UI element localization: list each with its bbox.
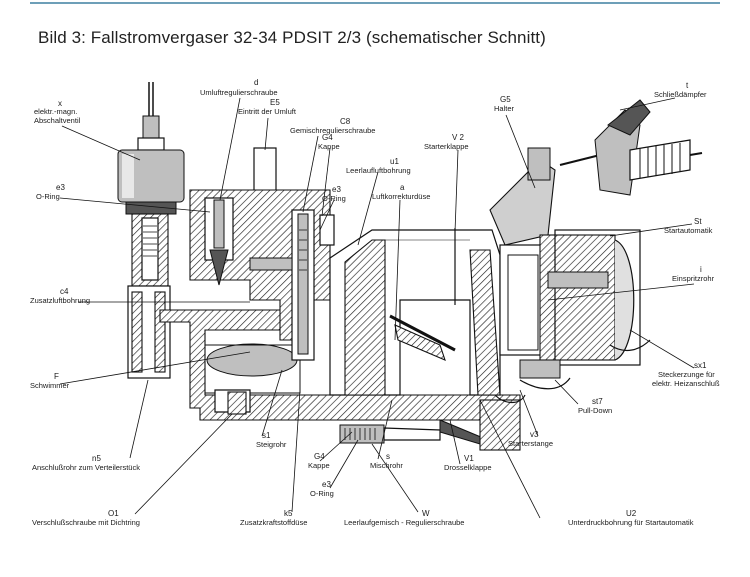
label-k5-code: k5 — [284, 509, 293, 518]
float-bowl — [127, 285, 521, 421]
top-rule — [30, 2, 720, 4]
label-e3b-line1: O-Ring — [322, 194, 346, 203]
label-O1-line1: Verschlußschraube mit Dichtring — [32, 518, 140, 527]
label-e3a-code: e3 — [56, 183, 65, 192]
leader-lines — [59, 97, 695, 519]
label-C8-line1: Gemischregulierschraube — [290, 126, 375, 135]
label-G4b-line1: Kappe — [308, 461, 330, 470]
carburetor-drawing — [117, 82, 703, 451]
label-st7-code: st7 — [592, 397, 603, 406]
label-d-code: d — [254, 78, 258, 87]
label-u1-line1: Leerlaufluftbohrung — [346, 166, 411, 175]
label-G4a-code: G4 — [322, 133, 333, 142]
choke-bracket — [489, 147, 651, 390]
label-e3c-code: e3 — [322, 480, 331, 489]
central-tower — [189, 189, 335, 361]
label-sx1-line1: Steckerzunge für — [658, 370, 715, 379]
label-V1-line1: Drosselklappe — [444, 463, 492, 472]
idle-mixture-screw — [339, 394, 526, 451]
label-G5-line1: Halter — [494, 104, 515, 113]
label-F-code: F — [54, 372, 59, 381]
label-st7-line1: Pull-Down — [578, 406, 612, 415]
label-G4a-line1: Kappe — [318, 142, 340, 151]
label-sx1-code: sx1 — [694, 361, 707, 370]
label-c4-line1: Zusatzluftbohrung — [30, 296, 90, 305]
label-s-line1: Mischrohr — [370, 461, 403, 470]
label-V2-line1: Starterklappe — [424, 142, 469, 151]
label-d-line1: Umluftregulierschraube — [200, 88, 278, 97]
venturi-body — [329, 228, 501, 396]
label-e3c-line1: O-Ring — [310, 489, 334, 498]
label-F-line1: Schwimmer — [30, 381, 70, 390]
damper — [559, 99, 703, 196]
label-C8-code: C8 — [340, 117, 351, 126]
label-n5-line1: Anschlußrohr zum Verteilerstück — [32, 463, 140, 472]
label-u1-code: u1 — [390, 157, 399, 166]
label-W-code: W — [422, 509, 430, 518]
label-n5-code: n5 — [92, 454, 101, 463]
label-U2-line1: Unterdruckbohrung für Startautomatik — [568, 518, 694, 527]
label-s-code: s — [386, 452, 390, 461]
label-St-code: St — [694, 217, 702, 226]
label-sx1-line2: elektr. Heizanschluß — [652, 379, 720, 388]
label-St-line1: Startautomatik — [664, 226, 713, 235]
float — [206, 343, 298, 377]
label-k5-line1: Zusatzkraftstoffdüse — [240, 518, 307, 527]
label-V1-code: V1 — [464, 454, 474, 463]
label-V2-code: V 2 — [452, 133, 465, 142]
label-x-line2: Abschaltventil — [34, 116, 81, 125]
label-t-code: t — [686, 81, 689, 90]
label-G5-code: G5 — [500, 95, 511, 104]
label-G4b-code: G4 — [314, 452, 325, 461]
label-x-line1: elektr.-magn. — [34, 107, 77, 116]
label-a-code: a — [400, 183, 405, 192]
label-O1-code: O1 — [108, 509, 119, 518]
label-U2-code: U2 — [626, 509, 637, 518]
label-W-line1: Leerlaufgemisch - Regulierschraube — [344, 518, 464, 527]
label-t-line1: Schließdämpfer — [654, 90, 707, 99]
solenoid-valve — [117, 82, 185, 287]
label-x-code: x — [58, 99, 62, 108]
label-s1-line1: Steigrohr — [256, 440, 287, 449]
label-e3b-code: e3 — [332, 185, 341, 194]
label-i-line1: Einspritzrohr — [672, 274, 715, 283]
label-E5-line1: Eintritt der Umluft — [238, 107, 297, 116]
label-E5-code: E5 — [270, 98, 280, 107]
label-v3-line1: Starterstange — [508, 439, 553, 448]
label-v3-code: v3 — [530, 430, 539, 439]
label-s1-code: s1 — [262, 431, 271, 440]
label-e3a-line1: O-Ring — [36, 192, 60, 201]
labels: x elektr.-magn. Abschaltventil e3 O-Ring… — [30, 78, 720, 527]
label-c4-code: c4 — [60, 287, 69, 296]
label-a-line1: Luftkorrekturdüse — [372, 192, 430, 201]
page-title: Bild 3: Fallstromvergaser 32-34 PDSIT 2/… — [38, 28, 546, 47]
label-i-code: i — [700, 265, 702, 274]
